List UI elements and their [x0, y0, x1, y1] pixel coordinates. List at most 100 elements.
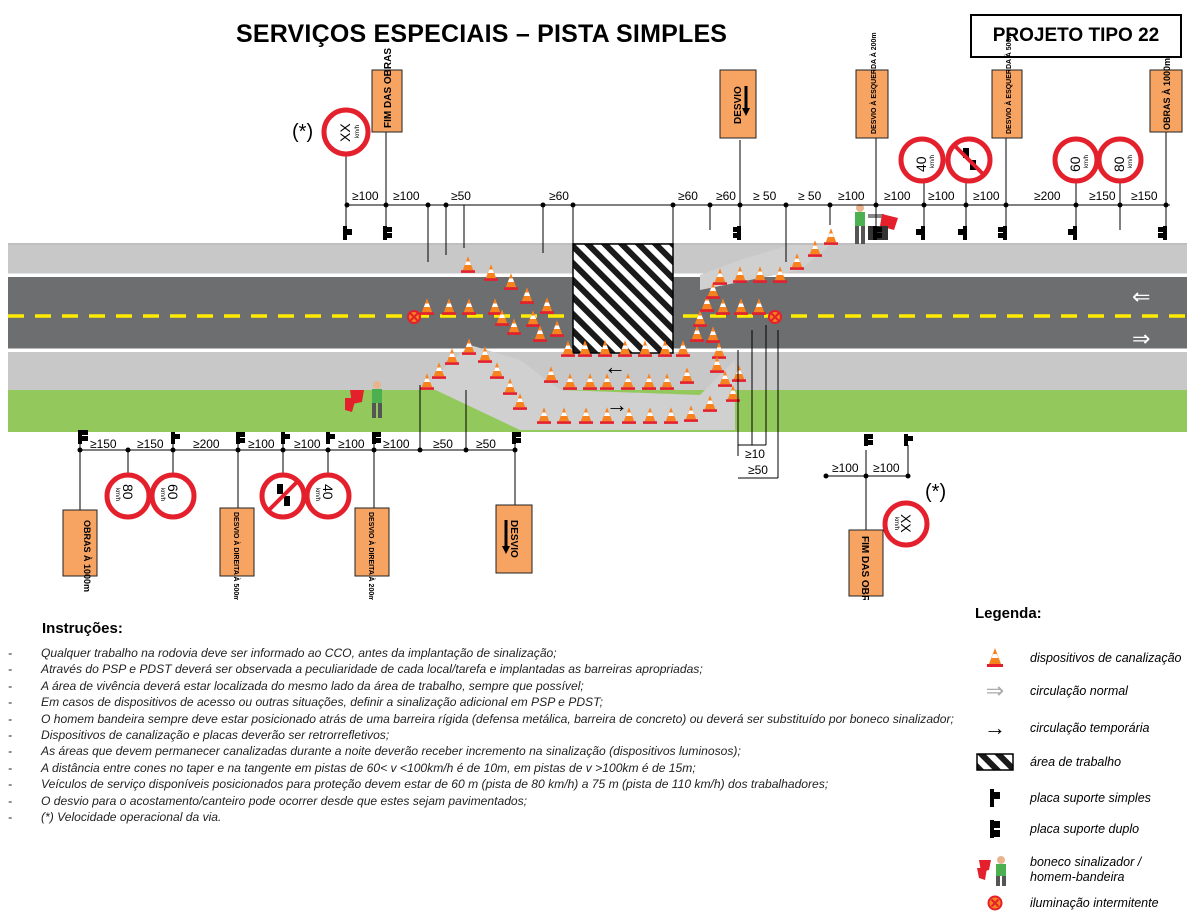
sign-fim-obras-bottom: FIM DAS OBRAS [848, 529, 884, 600]
top-dim-12: ≥100 [973, 189, 1000, 203]
svg-text:OBRAS À 1000m: OBRAS À 1000m [82, 520, 92, 592]
normal-flow-left-arrow: ⇐ [1132, 284, 1150, 309]
svg-text:DESVIO À DIREITA À 200m: DESVIO À DIREITA À 200m [367, 512, 376, 600]
top-support-icons [343, 226, 1167, 240]
bottom-dimension-dots [77, 447, 911, 479]
svg-text:km/h: km/h [355, 125, 361, 138]
sign-desvio-esq-200: DESVIO À ESQUERDA À 200m [855, 32, 889, 139]
bottom-dim-6: ≥100 [338, 437, 365, 451]
sign-desvio-esq-500: DESVIO À ESQUERDA À 500m [991, 32, 1023, 139]
instruction-item: Dispositivos de canalização e placas dev… [8, 727, 963, 744]
black-arrow-icon: → [984, 715, 1006, 740]
single-support-icon [990, 789, 1000, 807]
flashing-light-icon [987, 895, 1003, 911]
temp-flow-right-arrow: → [606, 392, 628, 417]
bottom-dim-4: ≥100 [248, 437, 275, 451]
svg-text:km/h: km/h [114, 488, 120, 501]
instruction-item: O desvio para o acostamento/canteiro pod… [8, 793, 963, 810]
bottom-dim-2: ≥150 [137, 437, 164, 451]
sign-speed-xx-bottom: (*) XX km/h [882, 481, 946, 548]
temp-flow-left-arrow: ← [604, 354, 626, 379]
sign-no-overtaking-top [945, 136, 993, 184]
sign-desvio-bottom: DESVIO [495, 504, 533, 574]
legend-item-temp-flow: → circulação temporária [960, 715, 1187, 740]
top-dim-10: ≥100 [884, 189, 911, 203]
bottom-dim-5: ≥100 [294, 437, 321, 451]
top-dim-8: ≥ 50 [798, 189, 822, 203]
top-dim-15: ≥150 [1131, 189, 1158, 203]
instruction-item: Em casos de dispositivos de acesso ou ou… [8, 694, 963, 711]
top-dim-5: ≥60 [678, 189, 698, 203]
svg-text:XX: XX [898, 514, 914, 533]
svg-text:km/h: km/h [1084, 155, 1090, 168]
flashing-light-left [407, 310, 421, 324]
sign-speed-40-bottom: 40 km/h [304, 472, 352, 520]
svg-text:XX: XX [337, 123, 353, 142]
sign-desvio-dir-500: DESVIO À DIREITA À 500m [219, 507, 255, 600]
svg-text:FIM DAS OBRAS: FIM DAS OBRAS [383, 48, 394, 128]
flagger-icon [977, 856, 1006, 886]
sign-obras-1000-top: OBRAS À 1000m [1149, 58, 1183, 133]
svg-text:DESVIO À ESQUERDA À 500m: DESVIO À ESQUERDA À 500m [1004, 32, 1013, 134]
top-dim-14: ≥150 [1089, 189, 1116, 203]
svg-text:OBRAS À 1000m: OBRAS À 1000m [1162, 58, 1172, 130]
hatch-icon [976, 753, 1014, 771]
top-dim-6: ≥60 [716, 189, 736, 203]
instruction-item: A área de vivência deverá estar localiza… [8, 678, 963, 695]
bottom-dim-10: ≥10 [745, 447, 765, 461]
top-dimension-line [345, 130, 1170, 262]
hollow-arrow-icon: ⇒ [985, 678, 1005, 703]
normal-flow-right-arrow: ⇒ [1132, 326, 1150, 351]
svg-text:FIM DAS OBRAS: FIM DAS OBRAS [859, 536, 870, 600]
top-dim-13: ≥200 [1034, 189, 1061, 203]
sign-speed-60-bottom: 60 km/h [149, 472, 197, 520]
legend-item-single-support: placa suporte simples [960, 787, 1187, 809]
svg-text:60: 60 [1067, 156, 1083, 172]
top-dimension-dots [344, 202, 1169, 208]
project-label: PROJETO TIPO 22 [970, 14, 1182, 58]
sign-speed-40-top: 40 km/h [898, 136, 946, 184]
svg-text:40: 40 [320, 484, 336, 500]
sign-no-overtaking-bottom [259, 472, 307, 520]
top-dim-2: ≥100 [393, 189, 420, 203]
svg-text:km/h: km/h [893, 517, 899, 530]
svg-text:DESVIO À DIREITA À 500m: DESVIO À DIREITA À 500m [232, 512, 241, 600]
legend-item-flagger: boneco sinalizador / homem-bandeira [960, 853, 1187, 887]
svg-text:80: 80 [1111, 156, 1127, 172]
instruction-item: Veículos de serviço disponíveis posicion… [8, 776, 963, 793]
instructions-section: Instruções: Qualquer trabalho na rodovia… [8, 620, 963, 826]
sign-obras-1000-bottom: OBRAS À 1000m [62, 509, 98, 592]
top-dim-9: ≥100 [838, 189, 865, 203]
instruction-item: O homem bandeira sempre deve estar posic… [8, 711, 963, 728]
top-dim-7: ≥ 50 [753, 189, 777, 203]
legend-heading: Legenda: [975, 605, 1042, 622]
instruction-item: (*) Velocidade operacional da via. [8, 809, 963, 826]
legend-item-double-support: placa suporte duplo [960, 818, 1187, 840]
svg-text:km/h: km/h [930, 155, 936, 168]
top-dim-1: ≥100 [352, 189, 379, 203]
page-title: SERVIÇOS ESPECIAIS – PISTA SIMPLES [236, 20, 728, 48]
top-dim-4: ≥60 [549, 189, 569, 203]
legend-item-normal-flow: ⇒ circulação normal [960, 678, 1187, 703]
bottom-dim-13: ≥100 [873, 461, 900, 475]
bottom-dim-12: ≥100 [832, 461, 859, 475]
instruction-item: Qualquer trabalho na rodovia deve ser in… [8, 645, 963, 662]
work-area [572, 243, 674, 354]
bottom-dim-11: ≥50 [748, 463, 768, 477]
bottom-dim-9: ≥50 [476, 437, 496, 451]
legend-item-flashing-light: iluminação intermitente [960, 892, 1187, 911]
instruction-item: A distância entre cones no taper e na ta… [8, 760, 963, 777]
flashing-light-right [768, 310, 782, 324]
bottom-dim-1: ≥150 [90, 437, 117, 451]
svg-text:km/h: km/h [1128, 155, 1134, 168]
svg-text:DESVIO: DESVIO [508, 520, 519, 558]
cone-icon [987, 648, 1003, 667]
sign-desvio-dir-200: DESVIO À DIREITA À 200m [354, 507, 390, 600]
detour-area [425, 345, 735, 430]
instructions-heading: Instruções: [42, 620, 123, 637]
sign-speed-60-top: 60 km/h [1052, 136, 1100, 184]
svg-text:km/h: km/h [314, 488, 320, 501]
top-dim-3: ≥50 [451, 189, 471, 203]
bottom-dim-7: ≥100 [383, 437, 410, 451]
bottom-dim-3: ≥200 [193, 437, 220, 451]
